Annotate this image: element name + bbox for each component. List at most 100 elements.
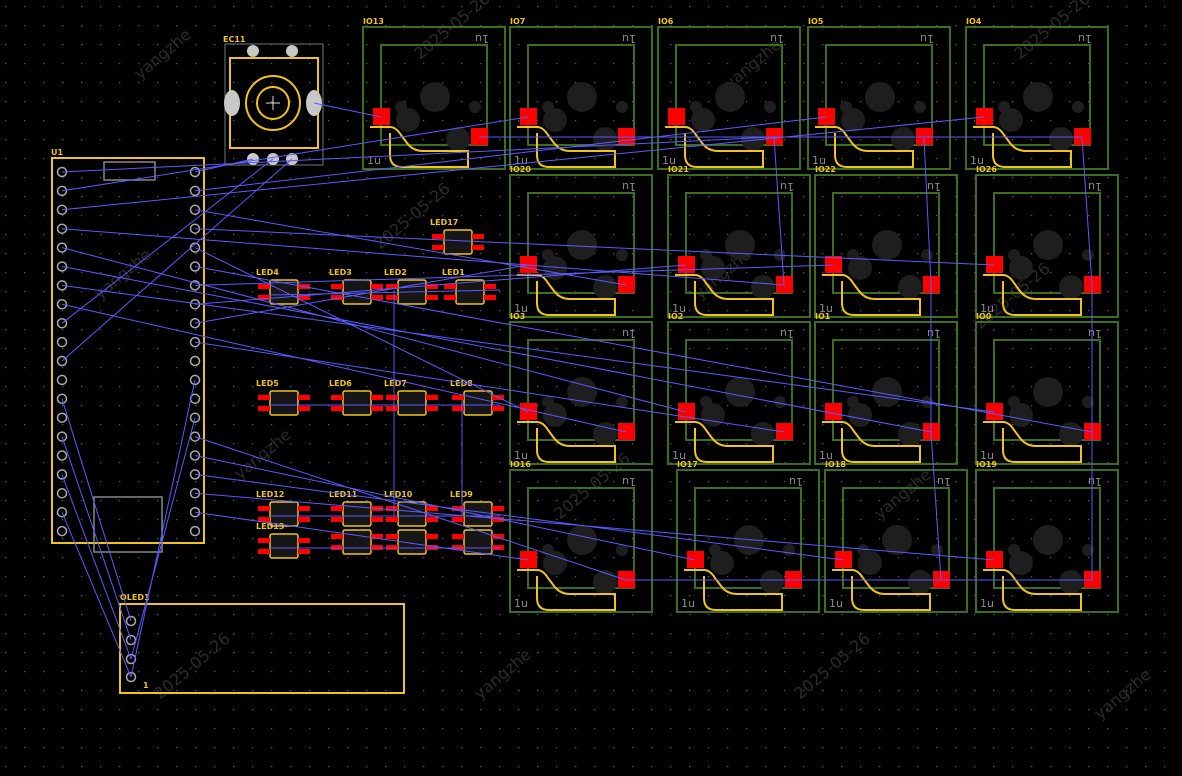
led-pad[interactable] [258, 284, 270, 289]
switch-pad-2[interactable] [618, 423, 635, 440]
switch-pad-2[interactable] [1084, 276, 1101, 293]
mcu-pin[interactable] [189, 185, 201, 197]
mcu-pin[interactable] [56, 242, 68, 253]
led-pad[interactable] [452, 506, 464, 511]
switch-pad-2[interactable] [776, 276, 793, 293]
led-pad[interactable] [298, 517, 310, 522]
switch-pad-1[interactable] [373, 108, 390, 125]
mcu-pin[interactable] [56, 299, 68, 310]
mcu-pin[interactable] [189, 355, 201, 367]
led-pad[interactable] [258, 549, 270, 554]
mcu-pin[interactable] [189, 336, 201, 348]
led-led13[interactable]: LED13 [256, 522, 310, 559]
led-pad[interactable] [371, 284, 383, 289]
led-pad[interactable] [432, 234, 444, 239]
led-pad[interactable] [331, 534, 343, 539]
led-pad[interactable] [492, 406, 504, 411]
led-pad[interactable] [484, 284, 496, 289]
led-pad[interactable] [452, 534, 464, 539]
led-pad[interactable] [484, 295, 496, 300]
mcu-pin[interactable] [56, 336, 68, 348]
led-pad[interactable] [298, 538, 310, 543]
switch-pad-1[interactable] [986, 256, 1003, 273]
mcu-pin[interactable] [56, 374, 68, 386]
mcu-pin[interactable] [56, 525, 68, 537]
switch-pad-1[interactable] [976, 108, 993, 125]
led-pad[interactable] [426, 395, 438, 400]
led-pad[interactable] [371, 395, 383, 400]
switch-pad-1[interactable] [825, 256, 842, 273]
led-unlabeled[interactable] [331, 529, 383, 555]
led-pad[interactable] [492, 517, 504, 522]
switch-pad-1[interactable] [520, 108, 537, 125]
mcu-pin[interactable] [56, 506, 68, 518]
oled-pin[interactable] [125, 634, 137, 646]
led-pad[interactable] [386, 517, 398, 522]
mcu-pin[interactable] [56, 317, 68, 329]
switch-pad-1[interactable] [687, 551, 704, 568]
led-led1[interactable]: LED1 [442, 268, 496, 305]
switch-pad-1[interactable] [818, 108, 835, 125]
rotary-encoder-ec11[interactable]: EC11 [223, 35, 324, 166]
led-pad[interactable] [444, 295, 456, 300]
switch-pad-1[interactable] [835, 551, 852, 568]
led-pad[interactable] [371, 517, 383, 522]
encoder-mount-pad[interactable] [224, 90, 240, 116]
led-pad[interactable] [452, 395, 464, 400]
led-pad[interactable] [331, 284, 343, 289]
led-pad[interactable] [258, 406, 270, 411]
mcu-pin[interactable] [56, 450, 68, 461]
mcu-pin[interactable] [56, 280, 68, 291]
led-pad[interactable] [298, 506, 310, 511]
led-pad[interactable] [452, 517, 464, 522]
led-led7[interactable]: LED7 [384, 379, 438, 416]
led-pad[interactable] [331, 506, 343, 511]
switch-pad-1[interactable] [520, 551, 537, 568]
led-pad[interactable] [386, 506, 398, 511]
mcu-pin[interactable] [189, 166, 201, 178]
mcu-pin[interactable] [189, 374, 201, 386]
switch-pad-2[interactable] [923, 276, 940, 293]
led-pad[interactable] [426, 506, 438, 511]
switch-pad-2[interactable] [1074, 128, 1091, 145]
switch-pad-2[interactable] [618, 276, 635, 293]
mcu-pin[interactable] [189, 317, 201, 329]
led-pad[interactable] [386, 295, 398, 300]
led-pad[interactable] [452, 406, 464, 411]
led-pad[interactable] [472, 245, 484, 250]
led-pad[interactable] [426, 284, 438, 289]
led-pad[interactable] [331, 295, 343, 300]
mcu-pin[interactable] [56, 185, 68, 197]
led-pad[interactable] [258, 395, 270, 400]
led-pad[interactable] [258, 538, 270, 543]
led-pad[interactable] [258, 506, 270, 511]
led-pad[interactable] [331, 517, 343, 522]
led-pad[interactable] [492, 534, 504, 539]
switch-pad-2[interactable] [776, 423, 793, 440]
mcu-pin[interactable] [56, 412, 68, 423]
switch-pad-1[interactable] [520, 403, 537, 420]
led-pad[interactable] [386, 534, 398, 539]
switch-pad-1[interactable] [986, 403, 1003, 420]
mcu-pin[interactable] [56, 488, 68, 499]
mcu-pin[interactable] [56, 431, 68, 442]
switch-pad-1[interactable] [678, 256, 695, 273]
led-pad[interactable] [386, 284, 398, 289]
switch-pad-1[interactable] [668, 108, 685, 125]
led-pad[interactable] [386, 406, 398, 411]
led-pad[interactable] [492, 506, 504, 511]
switch-pad-1[interactable] [825, 403, 842, 420]
led-pad[interactable] [426, 517, 438, 522]
